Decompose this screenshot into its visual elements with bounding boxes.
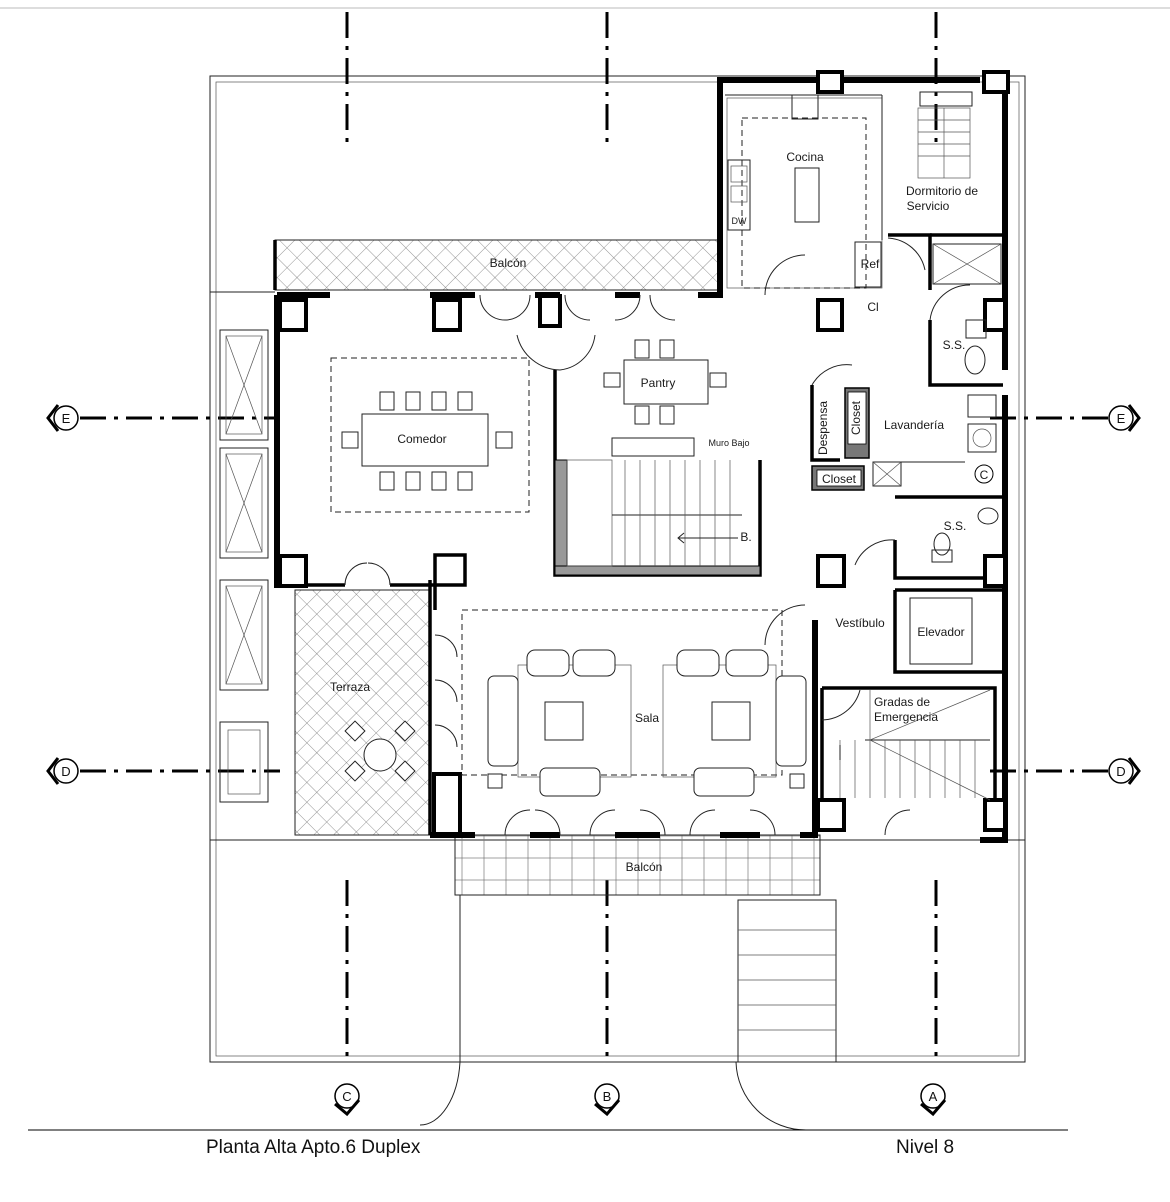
grid-bubble-c: C bbox=[334, 1083, 361, 1117]
service-bedroom bbox=[887, 91, 1003, 290]
grid-label-e-right: E bbox=[1117, 411, 1126, 426]
label-closet-vertical: Closet bbox=[849, 400, 863, 435]
bathroom-lower bbox=[854, 495, 1003, 580]
grid-bubble-d-right: D bbox=[1108, 757, 1141, 785]
planters-left bbox=[219, 329, 269, 803]
terrace bbox=[294, 589, 431, 836]
label-ref: Ref bbox=[861, 257, 880, 271]
label-elevador: Elevador bbox=[917, 625, 964, 639]
label-ss-bottom: S.S. bbox=[944, 519, 967, 533]
interior-stair bbox=[553, 459, 762, 577]
c-marker bbox=[974, 464, 994, 484]
balcony-top bbox=[273, 239, 721, 291]
label-gradas-2: Emergencia bbox=[874, 710, 938, 724]
balcony-bottom bbox=[454, 834, 821, 896]
exterior-walls bbox=[274, 77, 1008, 843]
emergency-stair bbox=[820, 686, 997, 801]
grid-label-d-right: D bbox=[1116, 764, 1125, 779]
kitchen bbox=[725, 94, 883, 296]
label-despensa: Despensa bbox=[816, 401, 830, 455]
grid-label-c: C bbox=[342, 1089, 351, 1104]
label-closet-horizontal: Closet bbox=[822, 472, 857, 486]
service-area bbox=[810, 364, 997, 491]
living-room bbox=[461, 604, 807, 797]
elevator bbox=[893, 588, 1003, 674]
label-lavanderia: Lavandería bbox=[884, 418, 944, 432]
bathroom-upper bbox=[928, 284, 1003, 387]
grid-label-e-left: E bbox=[62, 411, 71, 426]
drawing-title: Planta Alta Apto.6 Duplex bbox=[206, 1137, 421, 1158]
label-dormitorio-1: Dormitorio de bbox=[906, 184, 978, 198]
label-balcon-top: Balcón bbox=[490, 256, 527, 270]
drawing-level: Nivel 8 bbox=[896, 1137, 954, 1158]
label-stair-b: B. bbox=[740, 530, 751, 544]
room-labels: Cocina Dormitorio de Servicio Balcón Ref… bbox=[330, 150, 994, 874]
label-dw: DW bbox=[732, 216, 747, 226]
label-muro-bajo: Muro Bajo bbox=[708, 438, 749, 448]
pantry bbox=[516, 334, 727, 460]
label-cocina: Cocina bbox=[786, 150, 824, 164]
label-pantry: Pantry bbox=[641, 376, 676, 390]
grid-bubble-d-left: D bbox=[46, 757, 79, 785]
lower-exterior bbox=[419, 895, 837, 1131]
doors bbox=[344, 294, 911, 836]
grid-bubble-e-left: E bbox=[46, 404, 79, 432]
label-terraza: Terraza bbox=[330, 680, 370, 694]
label-cl: Cl bbox=[867, 300, 878, 314]
grid-bubble-a: A bbox=[920, 1083, 947, 1117]
label-balcon-bottom: Balcón bbox=[626, 860, 663, 874]
label-gradas-1: Gradas de bbox=[874, 695, 930, 709]
grid-bubble-e-right: E bbox=[1108, 404, 1141, 432]
grid-bubble-b: B bbox=[594, 1083, 621, 1117]
label-comedor: Comedor bbox=[397, 432, 446, 446]
grid-label-b: B bbox=[603, 1089, 612, 1104]
columns bbox=[278, 70, 1010, 836]
dining-room bbox=[330, 357, 530, 513]
label-dormitorio-2: Servicio bbox=[907, 199, 950, 213]
grid-label-d-left: D bbox=[61, 764, 70, 779]
label-c-mark: C bbox=[980, 468, 989, 482]
grid-label-a: A bbox=[929, 1089, 938, 1104]
label-sala: Sala bbox=[635, 711, 659, 725]
label-vestibulo: Vestíbulo bbox=[835, 616, 885, 630]
grid-axis-lines bbox=[80, 12, 1110, 1060]
label-ss-top: S.S. bbox=[943, 338, 966, 352]
